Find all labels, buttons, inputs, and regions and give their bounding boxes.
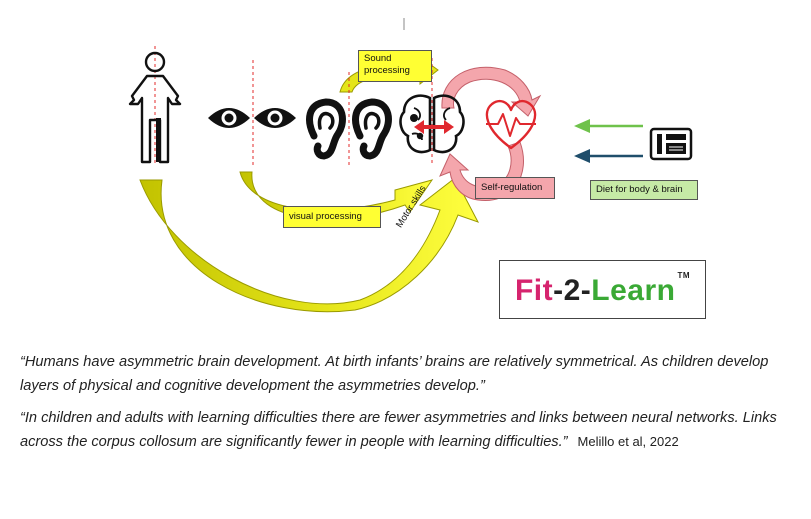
logo-trademark: TM [677,271,691,280]
quote-2: “In children and adults with learning di… [20,406,790,454]
ear-icon [306,98,346,160]
eye-icon [208,108,250,128]
person-leg-marker [156,118,161,162]
feedback-arrow-top [441,66,542,117]
quote-1: “Humans have asymmetric brain developmen… [20,350,790,398]
logo-part-2: -2- [553,274,592,307]
brain-icon [399,94,465,154]
quote-block: “Humans have asymmetric brain developmen… [20,350,790,462]
logo-part-learn: Learn [591,274,676,307]
gear-icon [410,114,424,140]
quote-2-text: “In children and adults with learning di… [20,410,777,450]
sound-processing-label: Sound processing [358,50,432,82]
eye-icon [254,108,296,128]
quote-1-text: “Humans have asymmetric brain developmen… [20,354,769,394]
food-icon [649,127,693,161]
citation: Melillo et al, 2022 [577,434,679,449]
self-regulation-label: Self-regulation [475,177,555,199]
motor-skills-arrow [139,177,480,313]
logo-part-fit: Fit [514,274,554,307]
heart-icon [485,99,537,150]
diet-arrow-navy [574,149,643,163]
diet-label: Diet for body & brain [590,180,698,200]
diet-arrow-green [574,119,643,133]
guide-lines [154,46,433,165]
ear-icon [352,98,392,160]
brain-link-arrow [414,120,454,134]
visual-processing-label: visual processing [283,206,381,228]
